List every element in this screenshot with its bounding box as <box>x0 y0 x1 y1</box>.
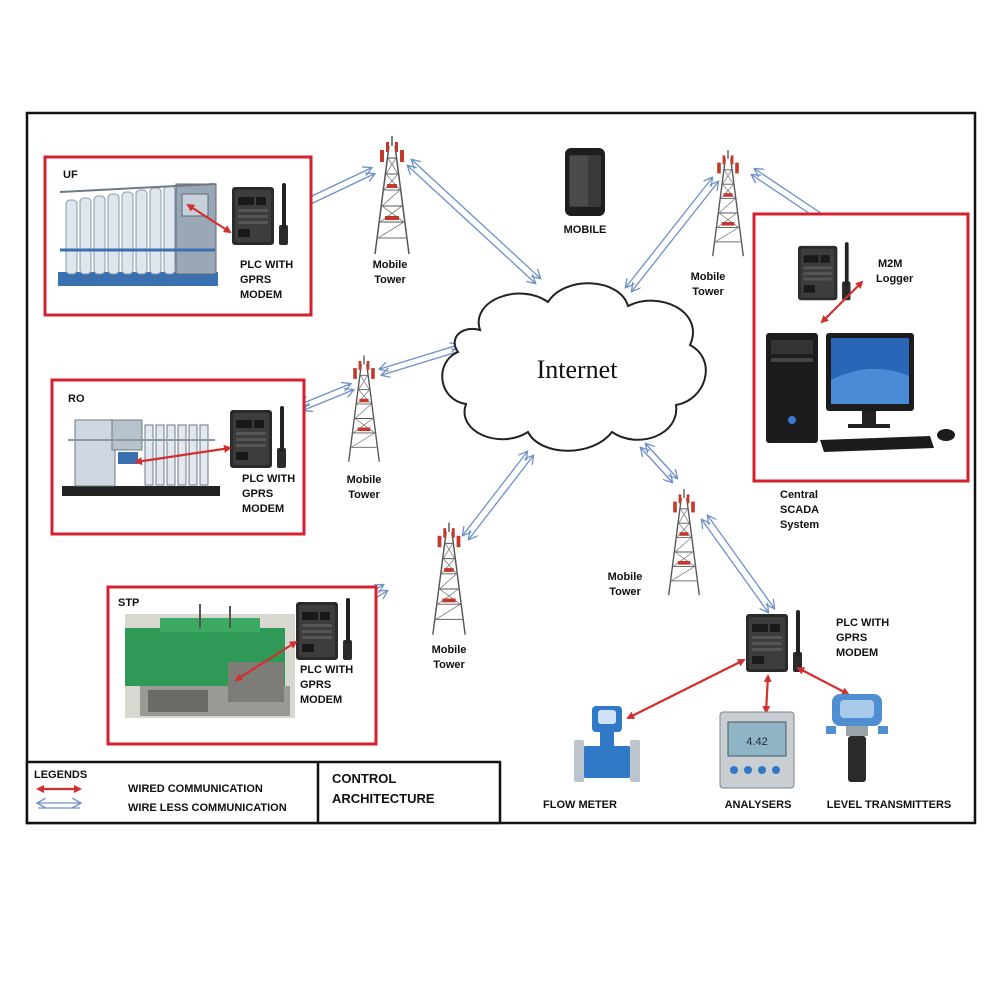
stp-plant-image <box>125 604 295 718</box>
svg-text:GPRS: GPRS <box>240 274 271 286</box>
analysers-label: ANALYSERS <box>725 799 792 811</box>
diagram-title-line1: CONTROL <box>332 771 396 786</box>
svg-text:MODEM: MODEM <box>240 289 282 301</box>
keyboard-icon <box>820 436 934 452</box>
svg-text:Tower: Tower <box>374 274 406 286</box>
legend-box: LEGENDS WIRED COMMUNICATION WIRE LESS CO… <box>25 760 502 825</box>
svg-text:PLC WITH: PLC WITH <box>240 259 293 271</box>
svg-text:PLC WITH: PLC WITH <box>242 473 295 485</box>
ro-tag: RO <box>68 393 85 405</box>
stp-plant-box: STP PLC WITH GPRS MODEM <box>106 585 378 746</box>
uf-plant-box: UF PLC WITH GPRS MODEM <box>43 155 313 317</box>
svg-text:MODEM: MODEM <box>836 647 878 659</box>
legend-wireless-label: WIRE LESS COMMUNICATION <box>128 802 287 814</box>
svg-text:GPRS: GPRS <box>242 488 273 500</box>
internet-cloud: Internet <box>441 282 707 452</box>
svg-text:MODEM: MODEM <box>300 694 342 706</box>
scada-box: M2M Logger <box>752 212 970 483</box>
computer-tower-icon <box>766 333 818 443</box>
level-transmitter-icon <box>826 694 888 782</box>
uf-tag: UF <box>63 169 78 181</box>
ro-plant-box: RO PLC WITH GPRS MODEM <box>50 378 306 536</box>
svg-text:Mobile: Mobile <box>432 644 467 656</box>
mobile-tower-5: Mobile Tower <box>608 488 701 598</box>
ro-wired-link <box>134 444 232 466</box>
mouse-icon <box>937 429 955 441</box>
diagram-title-line2: ARCHITECTURE <box>332 791 435 806</box>
svg-text:PLC WITH: PLC WITH <box>300 664 353 676</box>
svg-text:Mobile: Mobile <box>373 259 408 271</box>
svg-text:Logger: Logger <box>876 273 914 285</box>
svg-text:Mobile: Mobile <box>347 474 382 486</box>
monitor-icon <box>826 333 914 428</box>
internet-label: Internet <box>537 355 619 384</box>
svg-text:Tower: Tower <box>609 586 641 598</box>
svg-text:System: System <box>780 519 819 531</box>
analyser-icon: 4.42 <box>719 711 795 789</box>
mobile-tower-3: Mobile Tower <box>432 521 467 671</box>
svg-text:MODEM: MODEM <box>242 503 284 515</box>
mobile-tower-1: Mobile Tower <box>373 135 410 286</box>
m2m-wired-link <box>820 280 864 324</box>
mobile-tower-2: Mobile Tower <box>347 354 382 501</box>
analyser-display-value: 4.42 <box>746 736 767 748</box>
uf-wired-link <box>186 203 232 234</box>
flow-meter-icon <box>574 706 640 782</box>
mobile-phone-icon <box>565 148 605 216</box>
legend-wired-label: WIRED COMMUNICATION <box>128 783 263 795</box>
mobile-label: MOBILE <box>564 224 607 236</box>
svg-text:Tower: Tower <box>348 489 380 501</box>
scada-caption: Central <box>780 489 818 501</box>
svg-text:PLC WITH: PLC WITH <box>836 617 889 629</box>
svg-text:Tower: Tower <box>692 286 724 298</box>
uf-skid-image <box>58 183 218 286</box>
svg-text:SCADA: SCADA <box>780 504 819 516</box>
flow-meter-label: FLOW METER <box>543 799 617 811</box>
svg-text:Tower: Tower <box>433 659 465 671</box>
svg-text:Mobile: Mobile <box>691 271 726 283</box>
level-transmitters-label: LEVEL TRANSMITTERS <box>827 799 951 811</box>
svg-text:GPRS: GPRS <box>836 632 867 644</box>
svg-text:M2M: M2M <box>878 258 902 270</box>
legend-heading: LEGENDS <box>34 769 87 781</box>
mobile-tower-4: Mobile Tower <box>691 149 745 298</box>
stp-wired-link <box>234 640 298 682</box>
svg-text:GPRS: GPRS <box>300 679 331 691</box>
stp-tag: STP <box>118 597 139 609</box>
svg-text:Mobile: Mobile <box>608 571 643 583</box>
field-wired-links <box>626 659 850 719</box>
